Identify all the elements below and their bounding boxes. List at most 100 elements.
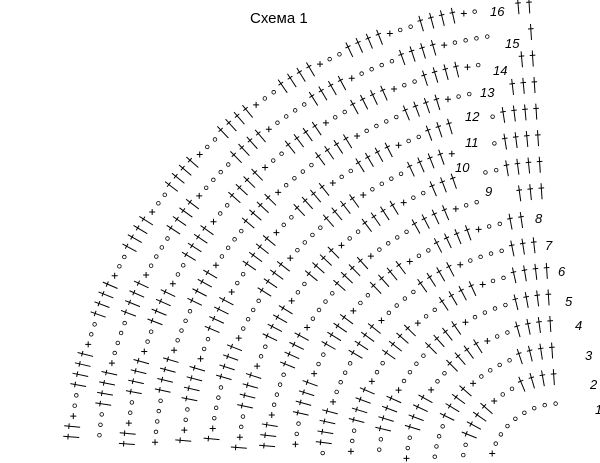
double-crochet-bar-icon [134,368,137,374]
double-crochet-icon [380,206,390,221]
double-crochet-icon [164,181,179,192]
double-crochet-icon [370,90,378,105]
double-crochet-bar-icon [166,181,171,188]
double-crochet-icon [423,97,431,114]
double-crochet-bar-icon [343,136,349,141]
double-crochet-icon [308,91,319,106]
chain-stitch-icon [365,293,371,298]
double-crochet-icon [178,164,192,176]
single-crochet-icon [354,132,361,139]
row-number-label: 10 [455,160,470,175]
double-crochet-icon [374,147,384,163]
double-crochet-bar-icon [332,209,338,214]
double-crochet-bar-icon [438,13,445,17]
chain-stitch-icon [271,158,276,163]
double-crochet-bar-icon [202,225,207,231]
chain-stitch-icon [377,447,382,452]
double-crochet-icon [354,340,369,351]
double-crochet-icon [292,411,309,416]
double-crochet-bar-icon [426,343,432,349]
double-crochet-icon [536,290,540,307]
chain-stitch-icon [472,9,477,14]
chain-stitch-icon [327,56,332,62]
double-crochet-bar-icon [447,403,452,409]
double-crochet-icon [407,161,415,177]
chain-stitch-icon [251,307,256,313]
double-crochet-icon [186,156,199,168]
double-crochet-icon [464,225,472,241]
single-crochet-icon [125,420,132,427]
chain-stitch-icon [351,428,357,433]
chain-stitch-icon [330,291,335,296]
double-crochet-bar-icon [124,243,129,249]
chain-stitch-icon [185,407,190,412]
single-crochet-icon [143,272,150,279]
double-crochet-bar-icon [299,399,302,406]
chain-stitch-icon [153,429,159,435]
double-crochet-bar-icon [281,305,285,311]
chain-stitch-icon [309,162,314,168]
double-crochet-bar-icon [510,271,517,274]
double-crochet-icon [310,189,322,203]
double-crochet-bar-icon [408,423,411,430]
double-crochet-bar-icon [420,394,425,400]
double-crochet-icon [537,130,540,147]
double-crochet-icon [381,405,398,413]
double-crochet-icon [97,391,113,396]
double-crochet-bar-icon [501,137,508,140]
chain-stitch-icon [241,326,246,331]
double-crochet-icon [237,404,253,409]
chain-stitch-icon [398,171,404,176]
double-crochet-icon [528,0,531,14]
double-crochet-icon [160,289,176,297]
single-crochet-icon [262,164,269,171]
double-crochet-bar-icon [411,221,418,226]
double-crochet-icon [305,62,315,77]
double-crochet-bar-icon [265,278,270,285]
double-crochet-bar-icon [453,394,459,400]
chain-stitch-icon [122,254,127,260]
double-crochet-bar-icon [257,244,262,250]
double-crochet-bar-icon [437,152,444,156]
double-crochet-icon [260,434,277,438]
double-crochet-icon [120,309,137,317]
single-crochet-icon [368,378,375,385]
double-crochet-bar-icon [200,278,204,285]
double-crochet-bar-icon [136,357,140,364]
chain-stitch-icon [159,245,164,250]
double-crochet-bar-icon [128,299,132,306]
double-crochet-bar-icon [512,136,519,138]
double-crochet-bar-icon [99,400,101,407]
double-crochet-icon [532,237,536,254]
chain-stitch-icon [294,431,299,437]
chain-stitch-icon [463,203,469,208]
chain-stitch-icon [490,278,496,284]
single-crochet-icon [292,441,299,448]
single-crochet-icon [452,205,459,212]
double-crochet-icon [527,345,533,362]
double-crochet-bar-icon [468,284,474,288]
chain-stitch-icon [369,67,374,72]
double-crochet-bar-icon [302,198,308,203]
chain-stitch-icon [302,281,307,287]
double-crochet-bar-icon [294,205,300,210]
double-crochet-bar-icon [433,97,440,101]
chain-stitch-icon [463,38,468,43]
double-crochet-bar-icon [306,271,311,277]
double-crochet-icon [219,364,235,371]
single-crochet-icon [329,180,336,187]
double-crochet-bar-icon [522,108,528,110]
double-crochet-bar-icon [163,366,166,373]
double-crochet-icon [337,75,347,91]
double-crochet-icon [239,393,256,399]
double-crochet-icon [193,233,208,244]
double-crochet-icon [127,234,143,244]
chain-stitch-icon [183,417,188,423]
single-crochet-icon [275,189,282,196]
double-crochet-icon [365,33,373,49]
single-crochet-icon [149,208,156,215]
double-crochet-icon [516,158,520,175]
single-crochet-icon [464,64,471,71]
single-crochet-icon [169,280,176,287]
double-crochet-icon [417,157,425,173]
